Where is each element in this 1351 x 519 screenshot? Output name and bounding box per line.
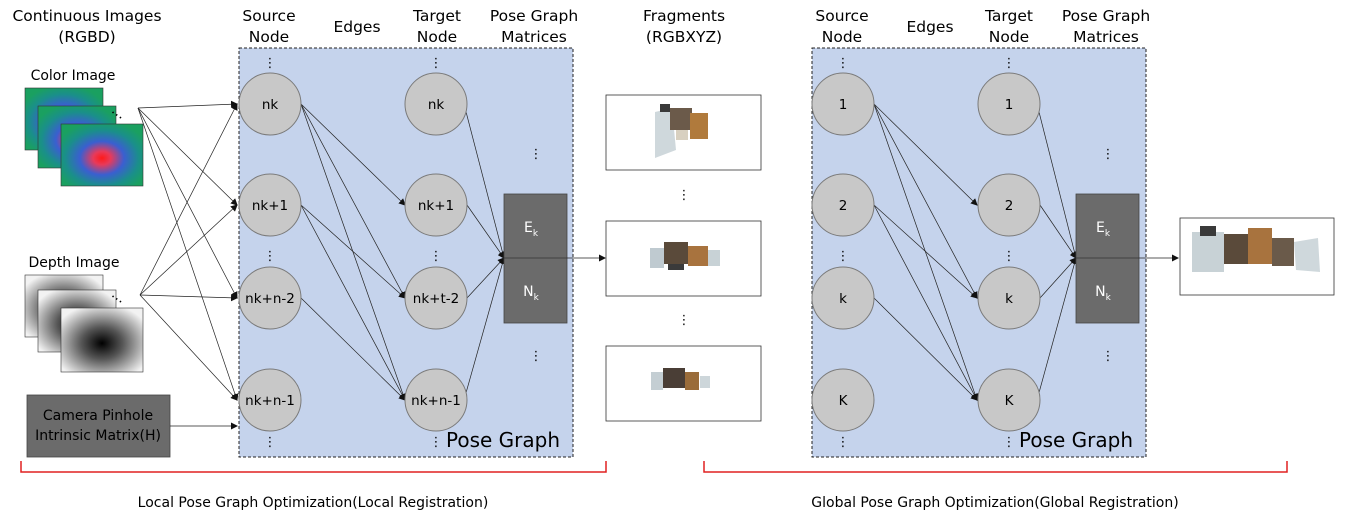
svg-text:⋮: ⋮: [1003, 435, 1016, 450]
svg-text:nk+t-2: nk+t-2: [413, 291, 459, 307]
svg-text:⋮: ⋮: [837, 249, 850, 264]
svg-text:nk+1: nk+1: [418, 198, 454, 214]
global-target-node-3: K: [977, 368, 1041, 432]
color-image-label: Color Image: [31, 68, 116, 84]
global-target-node-0: 1: [977, 72, 1041, 136]
global-pose-graph-matrix: Ek Nk: [1075, 193, 1140, 324]
svg-text:⋮: ⋮: [430, 435, 443, 450]
global-header-target-1: Target: [984, 7, 1033, 25]
global-output-reconstruction: [1179, 217, 1335, 296]
local-header-target-2: Node: [417, 28, 457, 46]
local-header-edges: Edges: [333, 18, 380, 36]
global-bracket-label: Global Pose Graph Optimization(Global Re…: [811, 495, 1178, 511]
local-source-node-3: nk+n-1: [238, 368, 302, 432]
svg-text:⋮: ⋮: [430, 249, 443, 264]
local-matrix-n: Nk: [523, 284, 539, 303]
global-header-target-2: Node: [989, 28, 1029, 46]
svg-text:k: k: [839, 291, 847, 307]
global-panel-label: Pose Graph: [1019, 428, 1133, 452]
local-target-node-2: nk+t-2: [404, 266, 468, 330]
camera-line2: Intrinsic Matrix(H): [35, 428, 161, 444]
depth-image-label: Depth Image: [29, 255, 120, 271]
global-header-source-2: Node: [822, 28, 862, 46]
local-pose-graph-matrix: Ek Nk: [503, 193, 568, 324]
svg-text:⋮: ⋮: [264, 56, 277, 71]
local-vdots: ⋮ ⋮ ⋮ ⋮ ⋮ ⋮ ⋮ ⋮: [264, 56, 543, 450]
global-source-node-0: 1: [811, 72, 875, 136]
fragments-vdots-2: ⋮: [678, 313, 691, 328]
svg-text:nk: nk: [428, 97, 445, 113]
fragment-2: [605, 220, 762, 297]
fragment-1: [605, 94, 762, 171]
svg-text:2: 2: [1005, 198, 1014, 214]
local-bracket: [20, 461, 607, 473]
local-source-node-1: nk+1: [238, 173, 302, 237]
svg-text:k: k: [1005, 291, 1013, 307]
depth-image-stack: [24, 274, 144, 373]
svg-text:nk+n-1: nk+n-1: [411, 393, 461, 409]
global-header-matrices-1: Pose Graph: [1062, 7, 1150, 25]
global-source-node-2: k: [811, 266, 875, 330]
svg-text:nk+1: nk+1: [252, 198, 288, 214]
local-source-node-0: nk: [238, 72, 302, 136]
global-bracket: [703, 461, 1288, 473]
camera-line1: Camera Pinhole: [43, 408, 153, 424]
svg-text:nk+n-1: nk+n-1: [245, 393, 295, 409]
fragments-title-line2: (RGBXYZ): [646, 28, 722, 46]
local-header-source-1: Source: [242, 7, 295, 25]
svg-text:⋮: ⋮: [1102, 147, 1115, 162]
local-target-node-0: nk: [404, 72, 468, 136]
input-title-line2: (RGBD): [58, 28, 115, 46]
local-target-node-1: nk+1: [404, 173, 468, 237]
fragment-3: [605, 345, 762, 422]
local-header-matrices-2: Matrices: [501, 28, 567, 46]
global-header-matrices-2: Matrices: [1073, 28, 1139, 46]
svg-text:nk+n-2: nk+n-2: [245, 291, 295, 307]
svg-text:1: 1: [839, 97, 848, 113]
global-header-edges: Edges: [906, 18, 953, 36]
global-target-node-1: 2: [977, 173, 1041, 237]
svg-text:⋮: ⋮: [837, 56, 850, 71]
svg-text:1: 1: [1005, 97, 1014, 113]
local-source-node-2: nk+n-2: [238, 266, 302, 330]
local-matrix-e: Ek: [524, 220, 539, 239]
local-graph-edges: [300, 103, 506, 401]
global-source-node-3: K: [811, 368, 875, 432]
svg-text:K: K: [839, 393, 849, 409]
global-graph-edges: [873, 103, 1078, 401]
global-matrix-n: Nk: [1095, 284, 1111, 303]
svg-text:⋮: ⋮: [1102, 349, 1115, 364]
global-source-node-1: 2: [811, 173, 875, 237]
svg-text:⋮: ⋮: [1003, 249, 1016, 264]
fragments-vdots-1: ⋮: [678, 188, 691, 203]
camera-matrix-box: [26, 394, 171, 458]
svg-text:⋮: ⋮: [430, 56, 443, 71]
global-header-source-1: Source: [815, 7, 868, 25]
svg-text:⋮: ⋮: [1003, 56, 1016, 71]
local-header-target-1: Target: [412, 7, 461, 25]
local-header-matrices-1: Pose Graph: [490, 7, 578, 25]
svg-text:⋮: ⋮: [264, 249, 277, 264]
local-target-node-3: nk+n-1: [404, 368, 468, 432]
svg-text:K: K: [1005, 393, 1015, 409]
fragments-title-line1: Fragments: [643, 7, 725, 25]
svg-text:2: 2: [839, 198, 848, 214]
svg-text:⋮: ⋮: [837, 435, 850, 450]
svg-text:⋮: ⋮: [530, 349, 543, 364]
global-vdots: ⋮ ⋮ ⋮ ⋮ ⋮ ⋮ ⋮ ⋮: [837, 56, 1115, 450]
input-edges: [137, 100, 239, 430]
svg-text:⋮: ⋮: [530, 147, 543, 162]
global-target-node-2: k: [977, 266, 1041, 330]
global-matrix-e: Ek: [1096, 220, 1111, 239]
local-bracket-label: Local Pose Graph Optimization(Local Regi…: [138, 495, 489, 511]
svg-text:⋮: ⋮: [264, 435, 277, 450]
local-header-source-2: Node: [249, 28, 289, 46]
svg-text:nk: nk: [262, 97, 279, 113]
input-title-line1: Continuous Images: [12, 7, 161, 25]
local-panel-label: Pose Graph: [446, 428, 560, 452]
color-image-stack: [24, 87, 144, 187]
